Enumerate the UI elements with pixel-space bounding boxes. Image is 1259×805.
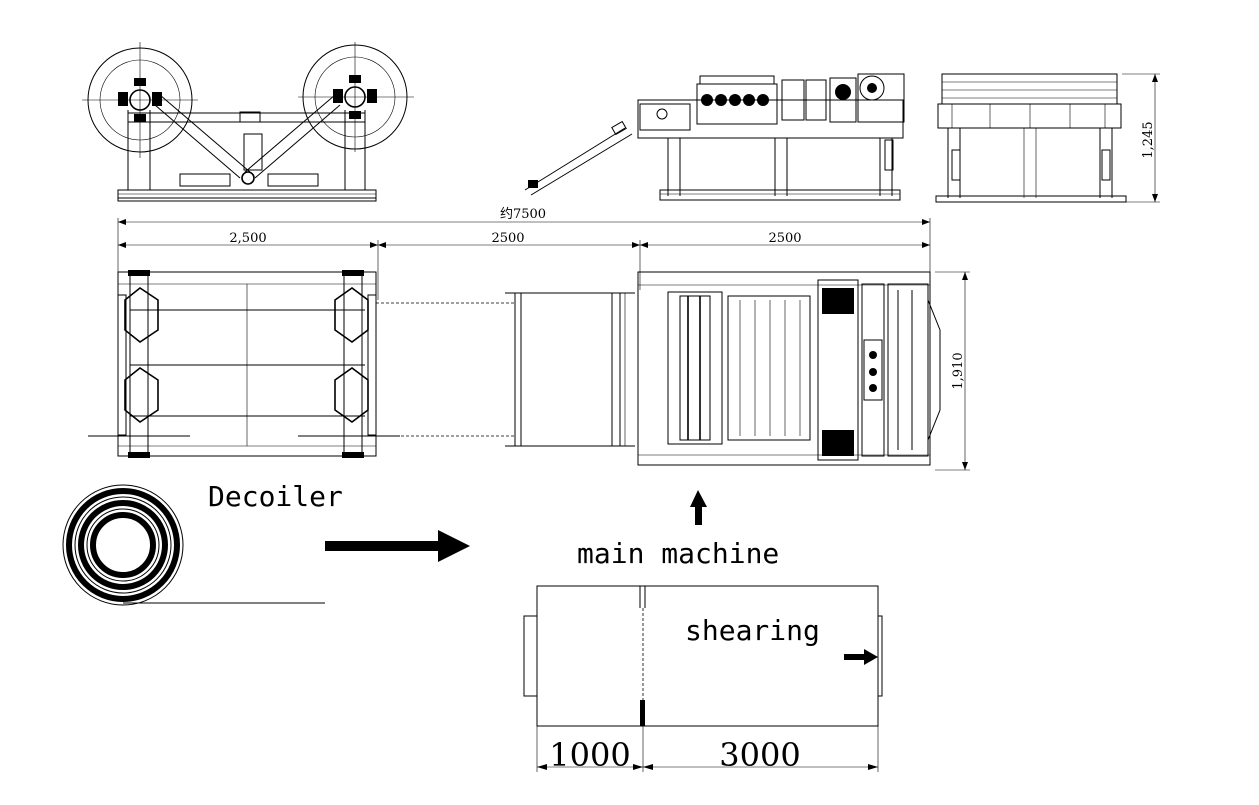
coil-icon	[62, 484, 325, 606]
main-machine-side-view	[524, 73, 905, 201]
end-view	[935, 73, 1160, 203]
main-machine-label: main machine	[577, 537, 779, 570]
middle-gap-dimension: 2500	[491, 231, 524, 246]
main-machine-top-view	[505, 271, 941, 466]
height-dimension: 1,245	[1141, 121, 1156, 158]
shearing-label: shearing	[685, 614, 820, 647]
flow-arrow	[325, 530, 470, 562]
overall-length-dimension: 约7500	[500, 207, 546, 222]
decoiler-length-dimension: 2,500	[229, 231, 266, 246]
decoiler-top-view	[88, 270, 400, 458]
dimension-lines	[117, 218, 931, 300]
width-dimension: 1,910	[951, 352, 966, 389]
width-dimension-line	[935, 271, 970, 471]
decoiler-side-view	[82, 42, 414, 202]
shearing-dim-1000: 1000	[549, 736, 630, 774]
up-arrow	[690, 490, 707, 525]
shearing-dim-3000: 3000	[719, 736, 800, 774]
main-length-dimension: 2500	[768, 231, 801, 246]
shearing-view	[523, 585, 883, 772]
decoiler-label: Decoiler	[208, 480, 343, 513]
